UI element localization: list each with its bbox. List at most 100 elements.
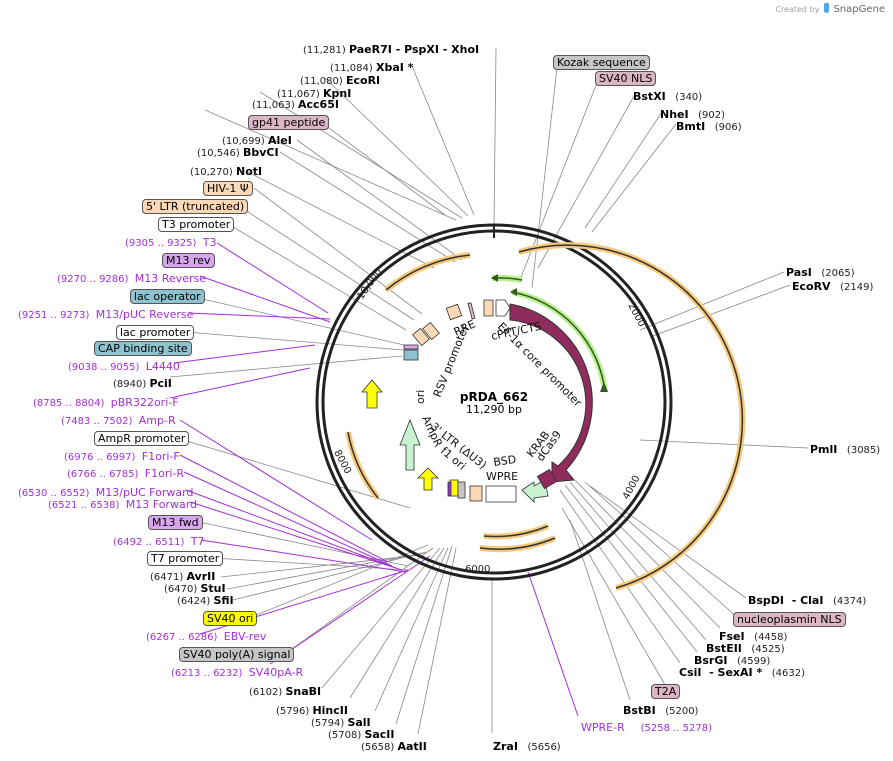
enzyme-site-label[interactable]: FseI (4458) bbox=[719, 630, 787, 644]
feature-box: SV40 NLS bbox=[595, 71, 657, 86]
feature-label[interactable]: SV40 ori bbox=[203, 611, 258, 626]
label-ori: ori bbox=[414, 390, 427, 404]
primer-label[interactable]: (6492 .. 6511) T7 bbox=[113, 535, 205, 549]
primer-label[interactable]: (6267 .. 6286) EBV-rev bbox=[146, 630, 266, 644]
enzyme-site-label[interactable]: BstXI (340) bbox=[633, 90, 702, 104]
primer-label[interactable]: (9251 .. 9273) M13/pUC Reverse bbox=[18, 308, 193, 322]
primer-label[interactable]: (6766 .. 6785) F1ori-R bbox=[67, 467, 184, 481]
feature-label[interactable]: gp41 peptide bbox=[248, 115, 330, 130]
enzyme-site-label[interactable]: ZraI (5656) bbox=[493, 740, 561, 754]
feature-box: HIV-1 Ψ bbox=[203, 181, 253, 196]
feature-label[interactable]: CAP binding site bbox=[94, 341, 192, 356]
enzyme-site-label[interactable]: (10,699) AleI bbox=[222, 134, 292, 148]
credit-prefix: Created by bbox=[775, 5, 820, 14]
enzyme-site-label[interactable]: (11,080) EcoRI bbox=[300, 74, 380, 88]
feature-label[interactable]: lac operator bbox=[130, 289, 205, 304]
enzyme-site-label[interactable]: EcoRV (2149) bbox=[792, 280, 873, 294]
primer-label[interactable]: (6213 .. 6232) SV40pA-R bbox=[171, 666, 303, 680]
enzyme-site-label[interactable]: (6102) SnaBI bbox=[249, 685, 321, 699]
primer-label[interactable]: (6521 .. 6538) M13 Forward bbox=[48, 498, 197, 512]
primer-name: F1ori-R bbox=[144, 467, 185, 480]
site-position: (902) bbox=[688, 110, 726, 121]
primer-label[interactable]: (6530 .. 6552) M13/pUC Forward bbox=[18, 486, 193, 500]
primer-range: (9305 .. 9325) bbox=[125, 238, 203, 249]
site-position: (10,699) bbox=[222, 136, 268, 147]
feature-label[interactable]: Kozak sequence bbox=[553, 55, 650, 70]
arrowheads bbox=[491, 274, 608, 392]
enzyme-name: PciI bbox=[149, 377, 172, 390]
enzyme-site-label[interactable]: PmlI (3085) bbox=[810, 443, 880, 457]
enzyme-site-label[interactable]: BstBI (5200) bbox=[623, 704, 698, 718]
tick-6000: 6000 bbox=[465, 564, 490, 575]
enzyme-name: Acc65I bbox=[297, 98, 339, 111]
feature-label[interactable]: lac promoter bbox=[116, 325, 195, 340]
enzyme-site-label[interactable]: (6424) SfiI bbox=[177, 594, 234, 608]
site-position: (2149) bbox=[830, 282, 874, 293]
enzyme-name: BspDI bbox=[748, 594, 785, 607]
site-position: (4525) bbox=[741, 644, 785, 655]
orange-primer-arcs bbox=[345, 242, 746, 591]
enzyme-site-label[interactable]: (10,546) BbvCI bbox=[197, 146, 279, 160]
enzyme-site-label[interactable]: (5708) SacII bbox=[328, 728, 395, 742]
enzyme-site-label[interactable]: (11,067) KpnI bbox=[277, 87, 351, 101]
enzyme-site-label[interactable]: PasI (2065) bbox=[786, 266, 855, 280]
enzyme-site-label[interactable]: (6470) StuI bbox=[164, 582, 226, 596]
feature-label[interactable]: T7 promoter bbox=[147, 551, 224, 566]
label-bsd: BSD bbox=[493, 453, 517, 469]
enzyme-isoschizomers: - ClaI bbox=[784, 594, 824, 607]
enzyme-site-label[interactable]: (5794) SalI bbox=[311, 716, 371, 730]
feature-label[interactable]: M13 fwd bbox=[148, 515, 203, 530]
primer-name: EBV-rev bbox=[223, 630, 267, 643]
enzyme-name: SacII bbox=[364, 728, 395, 741]
site-position: (4458) bbox=[744, 632, 788, 643]
enzyme-site-label[interactable]: (11,281) PaeR7I - PspXI - XhoI bbox=[303, 43, 479, 57]
enzyme-site-label[interactable]: BsrGI (4599) bbox=[694, 654, 770, 668]
enzyme-site-label[interactable]: (11,084) XbaI * bbox=[330, 61, 413, 75]
enzyme-site-label[interactable]: NheI (902) bbox=[660, 108, 725, 122]
feature-label[interactable]: nucleoplasmin NLS bbox=[733, 612, 846, 627]
site-position: (4599) bbox=[727, 656, 771, 667]
enzyme-name: BstXI bbox=[633, 90, 666, 103]
primer-name: Amp-R bbox=[138, 414, 176, 427]
site-position: (11,067) bbox=[277, 89, 323, 100]
feature-box: SV40 ori bbox=[203, 611, 258, 626]
primer-label[interactable]: (9305 .. 9325) T3 bbox=[125, 236, 217, 250]
feature-label[interactable]: SV40 poly(A) signal bbox=[179, 647, 295, 662]
primer-name: F1ori-F bbox=[141, 450, 180, 463]
enzyme-site-label[interactable]: (11,063) Acc65I bbox=[252, 98, 339, 112]
primer-label[interactable]: WPRE-R (5258 .. 5278) bbox=[581, 721, 712, 735]
primer-label[interactable]: (6976 .. 6997) F1ori-F bbox=[64, 450, 180, 464]
enzyme-site-label[interactable]: BspDI - ClaI (4374) bbox=[748, 594, 866, 608]
enzyme-site-label[interactable]: (8940) PciI bbox=[113, 377, 172, 391]
primer-label[interactable]: (9270 .. 9286) M13 Reverse bbox=[57, 272, 206, 286]
feature-label[interactable]: AmpR promoter bbox=[94, 431, 190, 446]
feature-label[interactable]: T3 promoter bbox=[158, 217, 235, 232]
primer-range: (7483 .. 7502) bbox=[61, 416, 139, 427]
primer-label[interactable]: (7483 .. 7502) Amp-R bbox=[61, 414, 176, 428]
primer-range: (6492 .. 6511) bbox=[113, 537, 191, 548]
enzyme-site-label[interactable]: CsiI - SexAI * (4632) bbox=[679, 666, 805, 680]
feature-label[interactable]: T2A bbox=[651, 684, 681, 699]
primer-name: M13 Reverse bbox=[134, 272, 206, 285]
enzyme-name: XbaI * bbox=[375, 61, 414, 74]
enzyme-site-label[interactable]: (6471) AvrII bbox=[150, 570, 215, 584]
enzyme-name: EcoRI bbox=[345, 74, 381, 87]
primer-label[interactable]: (9038 .. 9055) L4440 bbox=[68, 360, 180, 374]
site-position: (340) bbox=[665, 92, 703, 103]
feature-label[interactable]: M13 rev bbox=[162, 253, 215, 268]
primer-range: (9251 .. 9273) bbox=[18, 310, 96, 321]
feature-label[interactable]: 5' LTR (truncated) bbox=[142, 199, 249, 214]
enzyme-site-label[interactable]: BmtI (906) bbox=[676, 120, 742, 134]
enzyme-site-label[interactable]: (10,270) NotI bbox=[190, 165, 262, 179]
site-position: (8940) bbox=[113, 379, 150, 390]
feature-label[interactable]: HIV-1 Ψ bbox=[203, 181, 253, 196]
site-position: (11,084) bbox=[330, 63, 376, 74]
snapgene-credit: Created by SnapGene bbox=[775, 3, 885, 15]
enzyme-name: BsrGI bbox=[694, 654, 728, 667]
feature-label[interactable]: SV40 NLS bbox=[595, 71, 657, 86]
primer-label[interactable]: (8785 .. 8804) pBR322ori-F bbox=[33, 396, 179, 410]
enzyme-site-label[interactable]: BstEII (4525) bbox=[706, 642, 785, 656]
enzyme-site-label[interactable]: (5796) HincII bbox=[276, 704, 348, 718]
enzyme-site-label[interactable]: (5658) AatII bbox=[361, 740, 427, 754]
